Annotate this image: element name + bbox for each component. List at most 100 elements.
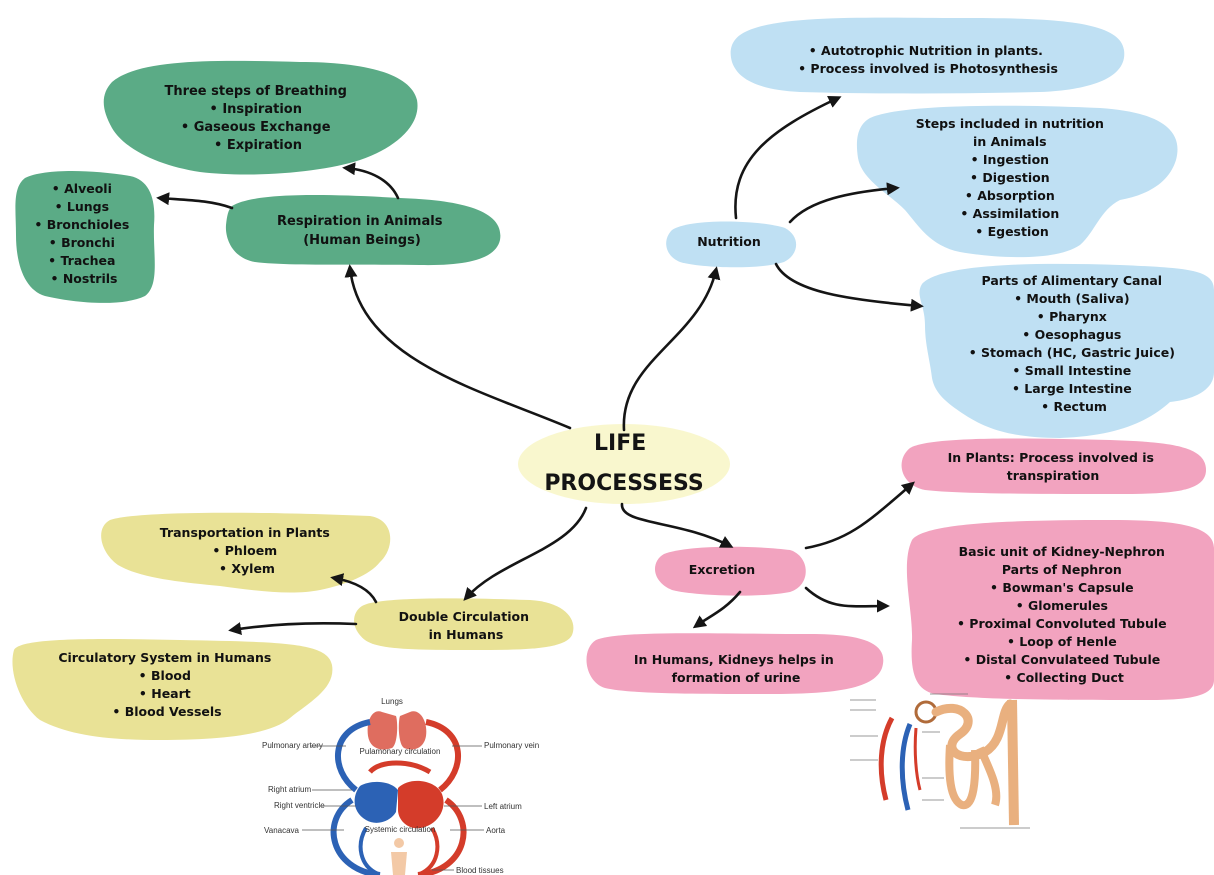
svg-text:Parts of Alimentary Canal: Parts of Alimentary Canal • Mouth (Saliv… <box>969 273 1180 414</box>
loop-of-henle-illustration <box>945 744 980 810</box>
organ-item: • Trachea <box>48 253 115 268</box>
double-circulation-diagram: Lungs Pulmonary artery Pulamonary circul… <box>262 697 539 875</box>
circulation-hub-label: Double Circulation <box>399 609 529 624</box>
nutrition-hub-blob <box>666 221 797 268</box>
svg-text:Transportation in Plants: Transportation in Plants • Phloem • Xyle… <box>160 525 334 576</box>
label-blood-tissues: Blood tissues <box>456 866 504 875</box>
svg-text:Nutrition: Nutrition <box>697 234 761 249</box>
pulmonary-loop-vein <box>334 719 371 793</box>
breathing-step: • Expiration <box>214 138 302 153</box>
organ-item: • Bronchioles <box>34 217 129 232</box>
nephron-part: • Proximal Convoluted Tubule <box>957 616 1167 631</box>
nephron-vein-illustration <box>899 723 913 811</box>
title-line-1: LIFE <box>594 431 646 456</box>
label-pulmonary-vein: Pulmonary vein <box>484 741 539 750</box>
autotrophic-line: • Autotrophic Nutrition in plants. <box>809 43 1043 58</box>
nephron-part: • Distal Convulateed Tubule <box>963 652 1160 667</box>
svg-text:Excretion: Excretion <box>689 562 755 577</box>
arrow-to-breathing <box>342 162 400 200</box>
arrow-to-nutrition <box>622 266 721 432</box>
autotrophic-line: • Process involved is Photosynthesis <box>798 61 1058 76</box>
nephron-part: • Collecting Duct <box>1004 670 1124 685</box>
svg-text:Respiration in Animals (: Respiration in Animals (Human Beings) <box>277 214 447 248</box>
nephron-part: • Bowman's Capsule <box>990 580 1134 595</box>
heart-illustration <box>398 780 444 829</box>
circulation-hub-label: in Humans <box>429 627 504 642</box>
breathing-title: Three steps of Breathing <box>164 84 347 99</box>
heart-illustration <box>354 781 398 823</box>
label-left-atrium: Left atrium <box>484 802 522 811</box>
label-vanacava: Vanacava <box>264 826 300 835</box>
label-aorta: Aorta <box>486 826 506 835</box>
label-lungs: Lungs <box>381 697 403 706</box>
plant-excretion-line: In Plants: Process involved is <box>948 450 1154 465</box>
tubule-illustration <box>931 699 1015 762</box>
nutrition-step: • Ingestion <box>971 152 1050 167</box>
breathing-step: • Gaseous Exchange <box>181 120 331 135</box>
nutrition-step: • Assimilation <box>960 206 1059 221</box>
organ-item: • Bronchi <box>49 235 115 250</box>
breathing-steps-blob <box>103 60 418 175</box>
canal-part: • Mouth (Saliva) <box>1014 291 1130 306</box>
nutrition-step: • Egestion <box>975 224 1049 239</box>
systemic-loop-inner-vein <box>358 826 379 875</box>
plant-transport-blob <box>101 512 391 593</box>
label-pulmonary-artery: Pulmonary artery <box>262 741 323 750</box>
nephron-part: • Loop of Henle <box>1007 634 1117 649</box>
nutrition-step: • Digestion <box>970 170 1050 185</box>
nephron-part: • Glomerules <box>1016 598 1108 613</box>
organ-item: • Nostrils <box>51 271 118 286</box>
systemic-loop-artery <box>417 797 467 875</box>
animal-nutrition-title: in Animals <box>973 134 1047 149</box>
respiration-hub-label: Respiration in Animals <box>277 214 443 229</box>
arrow-to-plant-transport <box>330 573 378 604</box>
arrow-to-respiration <box>344 264 572 430</box>
nephron-title: Basic unit of Kidney-Nephron <box>959 544 1165 559</box>
plant-transport-item: • Phloem <box>212 543 277 558</box>
canal-title: Parts of Alimentary Canal <box>982 273 1163 288</box>
alimentary-canal-blob <box>919 263 1214 438</box>
plant-excretion-line: transpiration <box>1007 468 1100 483</box>
central-title: LIFE PROCESSESS <box>518 424 730 504</box>
human-excretion-line: formation of urine <box>672 670 801 685</box>
respiration-branch: Three steps of Breathing • Inspiration •… <box>15 60 501 303</box>
human-excretion-blob <box>586 633 884 694</box>
arrow-to-plant-excretion <box>804 481 915 550</box>
title-line-2: PROCESSESS <box>544 471 703 496</box>
arrow-to-circulatory-system <box>228 621 358 636</box>
circulatory-system-item: • Heart <box>139 686 191 701</box>
breathing-step: • Inspiration <box>210 102 302 117</box>
svg-text:Basic unit of Kidney-Nephron: Basic unit of Kidney-Nephron Parts of Ne… <box>957 544 1171 685</box>
lungs-illustration <box>367 711 398 750</box>
arrow-to-circulation <box>463 506 588 601</box>
circulatory-system-item: • Blood Vessels <box>112 704 221 719</box>
excretion-branch: In Plants: Process involved is transpira… <box>586 438 1214 700</box>
arrow-to-organs <box>156 192 234 210</box>
arrow-to-human-excretion <box>692 590 742 629</box>
canal-part: • Oesophagus <box>1022 327 1121 342</box>
svg-text:In Plants: Process involved is: In Plants: Process involved is transpira… <box>948 450 1159 483</box>
systemic-loop-vein <box>330 797 381 875</box>
arrow-to-alimentary <box>774 262 924 312</box>
svg-text:• Alveoli • Lungs: • Alveoli • Lungs • Bronchioles • Bronch… <box>34 181 133 286</box>
canal-part: • Rectum <box>1041 399 1107 414</box>
circulatory-system-item: • Blood <box>139 668 191 683</box>
plant-transport-item: • Xylem <box>219 561 275 576</box>
respiration-hub-blob <box>225 195 501 266</box>
nephron-diagram <box>850 693 1030 829</box>
svg-text:• Autotrophic Nutrition in pla: • Autotrophic Nutrition in plants. • Pro… <box>798 43 1058 76</box>
svg-text:Steps included in nutrition: Steps included in nutrition in Animals •… <box>916 116 1109 239</box>
label-pulmonary-circulation: Pulamonary circulation <box>360 747 441 756</box>
nephron-title: Parts of Nephron <box>1002 562 1122 577</box>
arrow-to-excretion <box>620 502 734 548</box>
body-illustration <box>391 852 407 875</box>
excretion-hub-blob <box>654 546 806 596</box>
svg-text:LIFE PROCESSESS: LIFE PROCESSESS <box>544 431 703 496</box>
organ-item: • Alveoli <box>52 181 112 196</box>
canal-part: • Small Intestine <box>1012 363 1131 378</box>
label-systemic-circulation: Systemic circulation <box>365 825 436 834</box>
svg-text:Three steps of Breathing: Three steps of Breathing • Inspiration •… <box>164 84 351 153</box>
circulation-branch: Transportation in Plants • Phloem • Xyle… <box>12 512 574 740</box>
canal-part: • Stomach (HC, Gastric Juice) <box>969 345 1175 360</box>
